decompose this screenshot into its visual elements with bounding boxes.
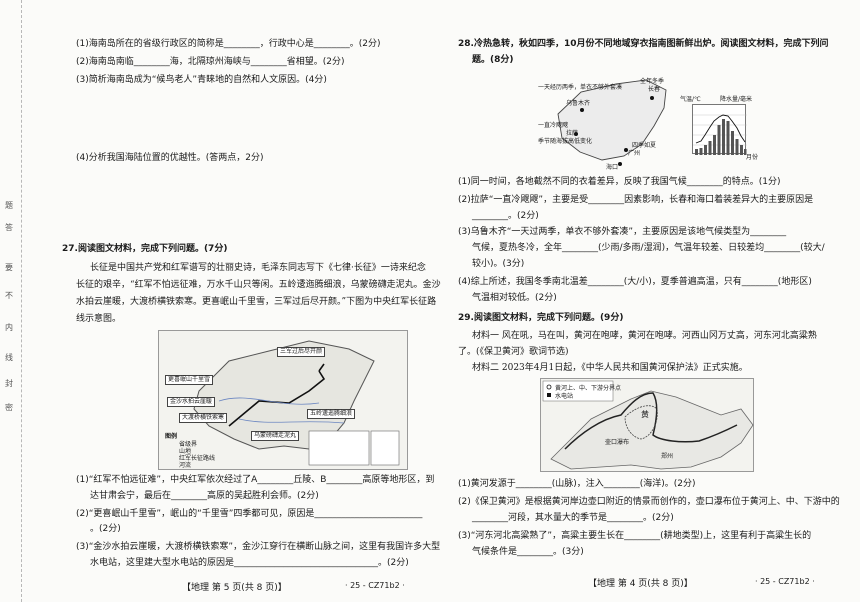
long-march-map: 三军过后尽开颜 更喜岷山千里雪 金沙水拍云崖暖 大渡桥横铁索寒 五岭逶迤腾细浪 … <box>158 330 408 470</box>
material-1: 材料一 风在吼，马在叫，黄河在咆哮，黄河在咆哮。河西山冈万丈高，河东河北高粱熟 <box>472 331 817 341</box>
map-label: 金沙水拍云崖暖 <box>167 397 216 407</box>
q28-title: 28.冷热急转，秋如四季，10月份不同地域穿衣指南图新鲜出炉。阅读图文材料，完成… <box>458 39 829 49</box>
map-label: 更喜岷山千里雪 <box>165 375 214 385</box>
legend-item: 水电站 <box>555 393 574 400</box>
q27-material-line: 长征是中国共产党和红军谱写的壮丽史诗，毛泽东同志写下《七律·长征》一诗来纪念 <box>90 263 426 273</box>
legend-item: 黄河上、中、下游分界点 <box>555 385 622 392</box>
q27-material-line: 水拍云崖暖，大渡桥横铁索寒。更喜岷山千里雪，三军过后尽开颜。”下图为中央红军长征… <box>76 297 437 307</box>
river-label: 郑州 <box>661 453 674 460</box>
climate-map: 一天经历两季，单衣不够外套凑 乌鲁木齐 一直冷飕飕 拉萨 季节随海拔高低变化 长… <box>536 74 676 172</box>
margin-char: 答 <box>5 223 13 232</box>
map-label: 大渡桥横铁索寒 <box>179 413 228 423</box>
margin-char: 密 <box>5 403 13 412</box>
material-1-cont: 了。(《保卫黄河》歌词节选) <box>458 347 569 357</box>
binding-margin: 题 答 要 不 内 线 封 密 <box>0 0 22 602</box>
q27-part1: (1)“红军不怕远征难”，中央红军依次经过了A________丘陵、B_____… <box>76 475 435 485</box>
page-footer: 【地理 第 4 页(共 8 页)】 <box>588 579 693 589</box>
chart-xlabel: 月份 <box>746 154 759 161</box>
q27-material-line: 线示意图。 <box>76 314 122 324</box>
map-label: 一天经历两季，单衣不够外套凑 <box>538 84 623 91</box>
map-label: 长春 <box>648 86 661 93</box>
q27-part3: (3)“金沙水拍云崖暖，大渡桥横铁索寒”，金沙江穿行在横断山脉之间，这里有我国许… <box>76 542 441 552</box>
map-label: 乌蒙磅礴走泥丸 <box>251 431 300 441</box>
margin-char: 不 <box>5 291 13 300</box>
q26-part3: (3)简析海南岛成为“候鸟老人”青睐地的自然和人文原因。(4分) <box>76 75 327 85</box>
legend-item: 省级界 <box>179 441 198 448</box>
map-label: 季节随海拔高低变化 <box>538 138 593 145</box>
exam-code: · 25 - CZ71b2 · <box>345 581 405 590</box>
chart-ylabel-right: 降水量/毫米 <box>720 96 753 103</box>
china-outline <box>557 79 667 166</box>
q26-part4: (4)分析我国海陆位置的优越性。(答两点，2分) <box>76 153 264 163</box>
china-map-outline <box>193 340 400 466</box>
climate-chart: 气温/℃ 降水量/毫米 月份 <box>680 94 760 166</box>
q26-part1: (1)海南岛所在的省级行政区的简称是________，行政中心是________… <box>76 39 381 49</box>
map-label: 五岭逶迤腾细浪 <box>307 409 356 419</box>
q26-part2: (2)海南岛南临________海，北隔琼州海峡与________省相望。(2分… <box>76 57 345 67</box>
q29-title: 29.阅读图文材料，完成下列问题。(9分) <box>458 313 624 323</box>
q29-part3: (3)“河东河北高粱熟了”，高粱主要生长在________(耕地类型)上，这里有… <box>458 531 812 541</box>
legend-title: 图例 <box>165 433 178 440</box>
q28-part3: (3)乌鲁木齐“一天过两季，单衣不够外套凑”，主要原因是该地气候类型为_____… <box>458 227 787 237</box>
q29-part2-cont: ________河段，其水量大的季节是________。(2分) <box>472 513 674 523</box>
material-2: 材料二 2023年4月1日起，《中华人民共和国黄河保护法》正式实施。 <box>472 363 748 373</box>
q28-part4: (4)综上所述，我国冬季南北温差________(大/小)，夏季普遍高温，只有_… <box>458 277 812 287</box>
q28-part3-cont: 较小)。(3分) <box>472 259 525 269</box>
map-label: 广州 <box>628 150 641 157</box>
margin-char: 题 <box>5 201 13 210</box>
map-label: 四季如夏 <box>632 142 657 149</box>
page-footer: 【地理 第 5 页(共 8 页)】 <box>182 583 287 593</box>
climate-graph <box>693 114 747 155</box>
map-label: 三军过后尽开颜 <box>277 347 326 357</box>
chart-plot-area <box>692 104 747 155</box>
q27-part2-cont: 。(2分) <box>90 524 121 534</box>
river-label: 黄 <box>641 410 649 419</box>
yellow-river-map: 黄河上、中、下游分界点 水电站 黄 壶口瀑布 郑州 <box>540 378 754 472</box>
margin-char: 封 <box>5 379 13 388</box>
q29-part1: (1)黄河发源于________(山脉)，注入________(海洋)。(2分) <box>458 479 696 489</box>
chart-ylabel-left: 气温/℃ <box>680 96 701 103</box>
q28-part4-cont: 气温相对较低。(2分) <box>472 293 557 303</box>
q29-part3-cont: 气候条件是________。(3分) <box>472 547 584 557</box>
q28-part2: (2)拉萨“一直冷飕飕”，主要是受________因素影响，长春和海口着装差异大… <box>458 195 814 205</box>
margin-char: 内 <box>5 323 13 332</box>
legend-item: 河流 <box>179 462 192 469</box>
q27-part2: (2)“更喜岷山千里雪”，岷山的“千里雪”四季都可见，原因是__________… <box>76 509 423 519</box>
q27-part3-cont: 水电站，这里建大型水电站的原因是________________________… <box>90 558 409 568</box>
q27-material-line: 长征的艰辛，“红军不怕远征难，万水千山只等闲。五岭逶迤腾细浪，乌蒙磅礴走泥丸。金… <box>76 280 441 290</box>
map-label: 拉萨 <box>566 130 579 137</box>
map-label: 海口 <box>606 164 619 171</box>
q27-part1-cont: 达甘肃会宁，最后在________高原的吴起胜利会师。(2分) <box>90 491 319 501</box>
river-label: 壶口瀑布 <box>605 439 630 446</box>
map-label: 全年冬季 <box>640 78 665 85</box>
margin-char: 要 <box>5 263 13 272</box>
q27-title: 27.阅读图文材料，完成下列问题。(7分) <box>62 244 228 254</box>
q29-part2: (2)《保卫黄河》是根据黄河岸边壶口附近的情景而创作的，壶口瀑布位于黄河上、中、… <box>458 497 840 507</box>
legend-item: 山地 <box>179 448 192 455</box>
map-label: 一直冷飕飕 <box>538 122 569 129</box>
legend-item: 红军长征路线 <box>179 455 216 462</box>
margin-char: 线 <box>5 353 13 362</box>
exam-code: · 25 - CZ71b2 · <box>755 577 815 586</box>
map-label: 乌鲁木齐 <box>566 100 591 107</box>
q28-title-cont: 题。(8分) <box>472 55 514 65</box>
q28-part2-cont: ________。(2分) <box>472 211 539 221</box>
yellow-river-outline <box>542 380 754 470</box>
q28-part3-cont: 气候，夏热冬冷，全年________(少雨/多雨/湿润)，气温年较差、日较差均_… <box>472 243 825 253</box>
q28-part1: (1)同一时间，各地截然不同的衣着差异，反映了我国气候________的特点。(… <box>458 177 781 187</box>
